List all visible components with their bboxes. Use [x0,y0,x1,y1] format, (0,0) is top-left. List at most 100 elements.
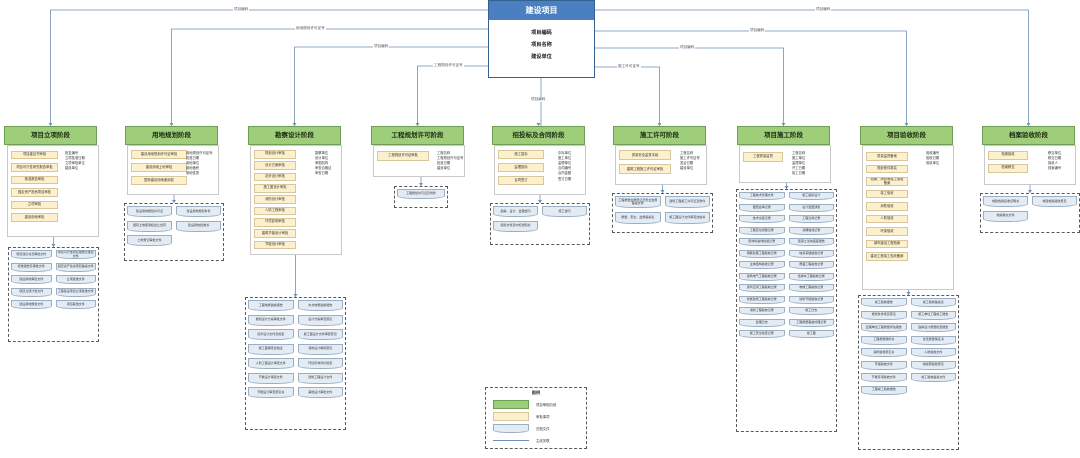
document-item: 建设用地规划许可证 [127,206,172,217]
top-title: 建设项目 [489,1,594,20]
approval-item: 建设工程竣工验收备案 [866,252,908,261]
connector-stage3 [294,46,488,126]
document-item: 施工图设计文件审查合格书 [664,211,710,224]
document-item: 核准报告及审批文件 [11,262,52,272]
info-field: 档案编号 [1048,166,1062,171]
top-project-box: 建设项目 项目编码 项目名称 建设单位 [488,0,595,78]
legend-label-doc: 归档文件 [536,427,550,431]
document-item: 项目可行性研究报告及批复文件 [55,250,96,259]
connector-stage9 [595,9,1029,126]
document-item: 工程建设项目立项批准文件 [55,287,96,297]
document-item: 勘察、设计、监理合同 [493,206,538,217]
approval-item: 环保验收 [866,227,908,236]
info-field: 开工日期 [792,166,806,171]
info-field: 用地规划许可证号 [186,151,213,155]
approval-item: 规划条件核实 [866,164,908,174]
info-field: 用地性质 [186,171,200,176]
connector-arrow [48,123,53,126]
document-item: 档案移交文件 [983,210,1028,222]
connector-arrow [292,123,297,126]
stage-header: 档案验收阶段 [982,126,1075,145]
connector-docs-arrow [784,186,789,189]
document-item: 施工图设计文件审查意见 [297,329,343,340]
approval-item: 核准报告审批 [11,175,58,185]
legend-swatch-stage [493,400,529,409]
document-item: 消防验收意见书 [861,348,907,357]
connector-docs-arrow [1028,190,1032,193]
stage-header: 工程规划许可阶段 [371,126,464,145]
document-item: 建筑节能验收记录 [788,295,834,304]
document-item: 钢筋隐蔽工程验收记录 [739,249,785,258]
link-label-build-permit: 施工许可证号 [617,64,641,69]
connector-stage4 [417,65,488,126]
approval-item: 竣工验收 [866,189,908,199]
stage-header: 项目验收阶段 [860,126,953,145]
info-field: 验收编号 [926,151,940,155]
document-item: 建筑工程施工许可证及附件 [664,196,710,208]
document-item: 勘察设计质量检查报告 [910,323,956,332]
stage-info: 勘察单位设计单位审图机构审查合格证审查日期 [315,151,331,177]
info-field: 合同金额 [558,171,572,176]
info-field: 监理单位 [558,161,572,166]
approval-item: 初步设计审批 [254,172,296,182]
info-field: 工程名称 [437,151,451,155]
link-label-right-outer: 项目编码 [815,7,832,12]
stage-header: 用地规划阶段 [125,126,218,145]
legend-swatch-item [493,412,529,421]
top-item-name: 项目名称 [531,42,552,48]
stage-info: 中标单位施工单位监理单位合同编号合同金额签订日期 [558,151,571,182]
stage-info: 工程名称施工单位监理单位开工日期竣工日期 [792,151,805,177]
document-item: 项目立项计划文件 [11,287,52,297]
info-field: 审查合格证 [315,166,332,171]
document-item: 城建档案接收证明书 [983,196,1028,207]
approval-item: 建筑节能设计审批 [254,229,296,238]
info-field: 立项批准日期 [65,156,85,161]
approval-item: 节能设计审批 [254,240,296,250]
approval-item: 建设用地规划许可证审批 [131,150,187,160]
stage-header: 招投标及合同阶段 [492,126,585,145]
approval-item: 固定资产投资项目审批 [11,188,58,197]
document-item: 电梯工程验收记录 [788,284,834,292]
info-field: 监理单位 [792,161,806,166]
approval-item: 建设用地土地审批 [131,163,187,173]
approval-item: 监理招标 [498,163,544,173]
legend-title: 图例 [531,390,541,395]
top-item-unit: 建设单位 [531,54,552,60]
document-item: 施工组织设计 [788,192,834,200]
document-item: 建筑工程设计文件 [297,372,343,384]
document-item: 节能设计审查文件 [248,372,294,384]
legend-label-line: 主线关联 [536,439,550,443]
approval-item: 档案移交 [988,163,1028,173]
info-field: 工程名称 [792,151,806,155]
connector-arrow [781,123,786,126]
approval-item: 建筑工程施工许可证审批 [619,164,671,175]
info-field: 移交单位 [1048,151,1062,155]
document-item: 档案预验收意见 [910,360,956,370]
connector-stage6 [595,66,660,126]
stage-header: 项目立项阶段 [4,126,97,145]
document-item: 工程竣工验收报告 [861,385,907,395]
link-label-code-left: 项目编码 [373,44,390,49]
connector-docs-arrow [419,183,423,186]
approval-item: 人防工程审批 [254,206,296,216]
document-item: 规划条件核实意见 [861,310,907,320]
legend-swatch-line [493,440,529,441]
document-item: 施工合同 [542,206,587,217]
info-field: 审查日期 [315,171,329,176]
document-item: 监理单位工程质量评估报告 [861,323,907,332]
document-item: 工程地质勘察报告 [248,300,294,311]
document-item: 项目建议书及审批文件 [11,250,52,259]
info-field: 立项审批单位 [65,161,85,166]
stage-info: 工程名称施工许可证号发证日期建设单位 [680,151,700,171]
document-item: 人防工程设计审查文件 [248,358,294,369]
approval-item: 设计方案审批 [254,161,296,170]
connector-arrow [536,123,541,126]
link-label-code-right2: 项目编码 [679,45,696,50]
document-item: 住宅质量保证书 [910,335,956,345]
connector-stage2 [171,28,488,126]
info-field: 审图机构 [315,161,329,166]
document-item: 人防验收文件 [910,348,956,357]
info-field: 竣工日期 [792,171,806,176]
